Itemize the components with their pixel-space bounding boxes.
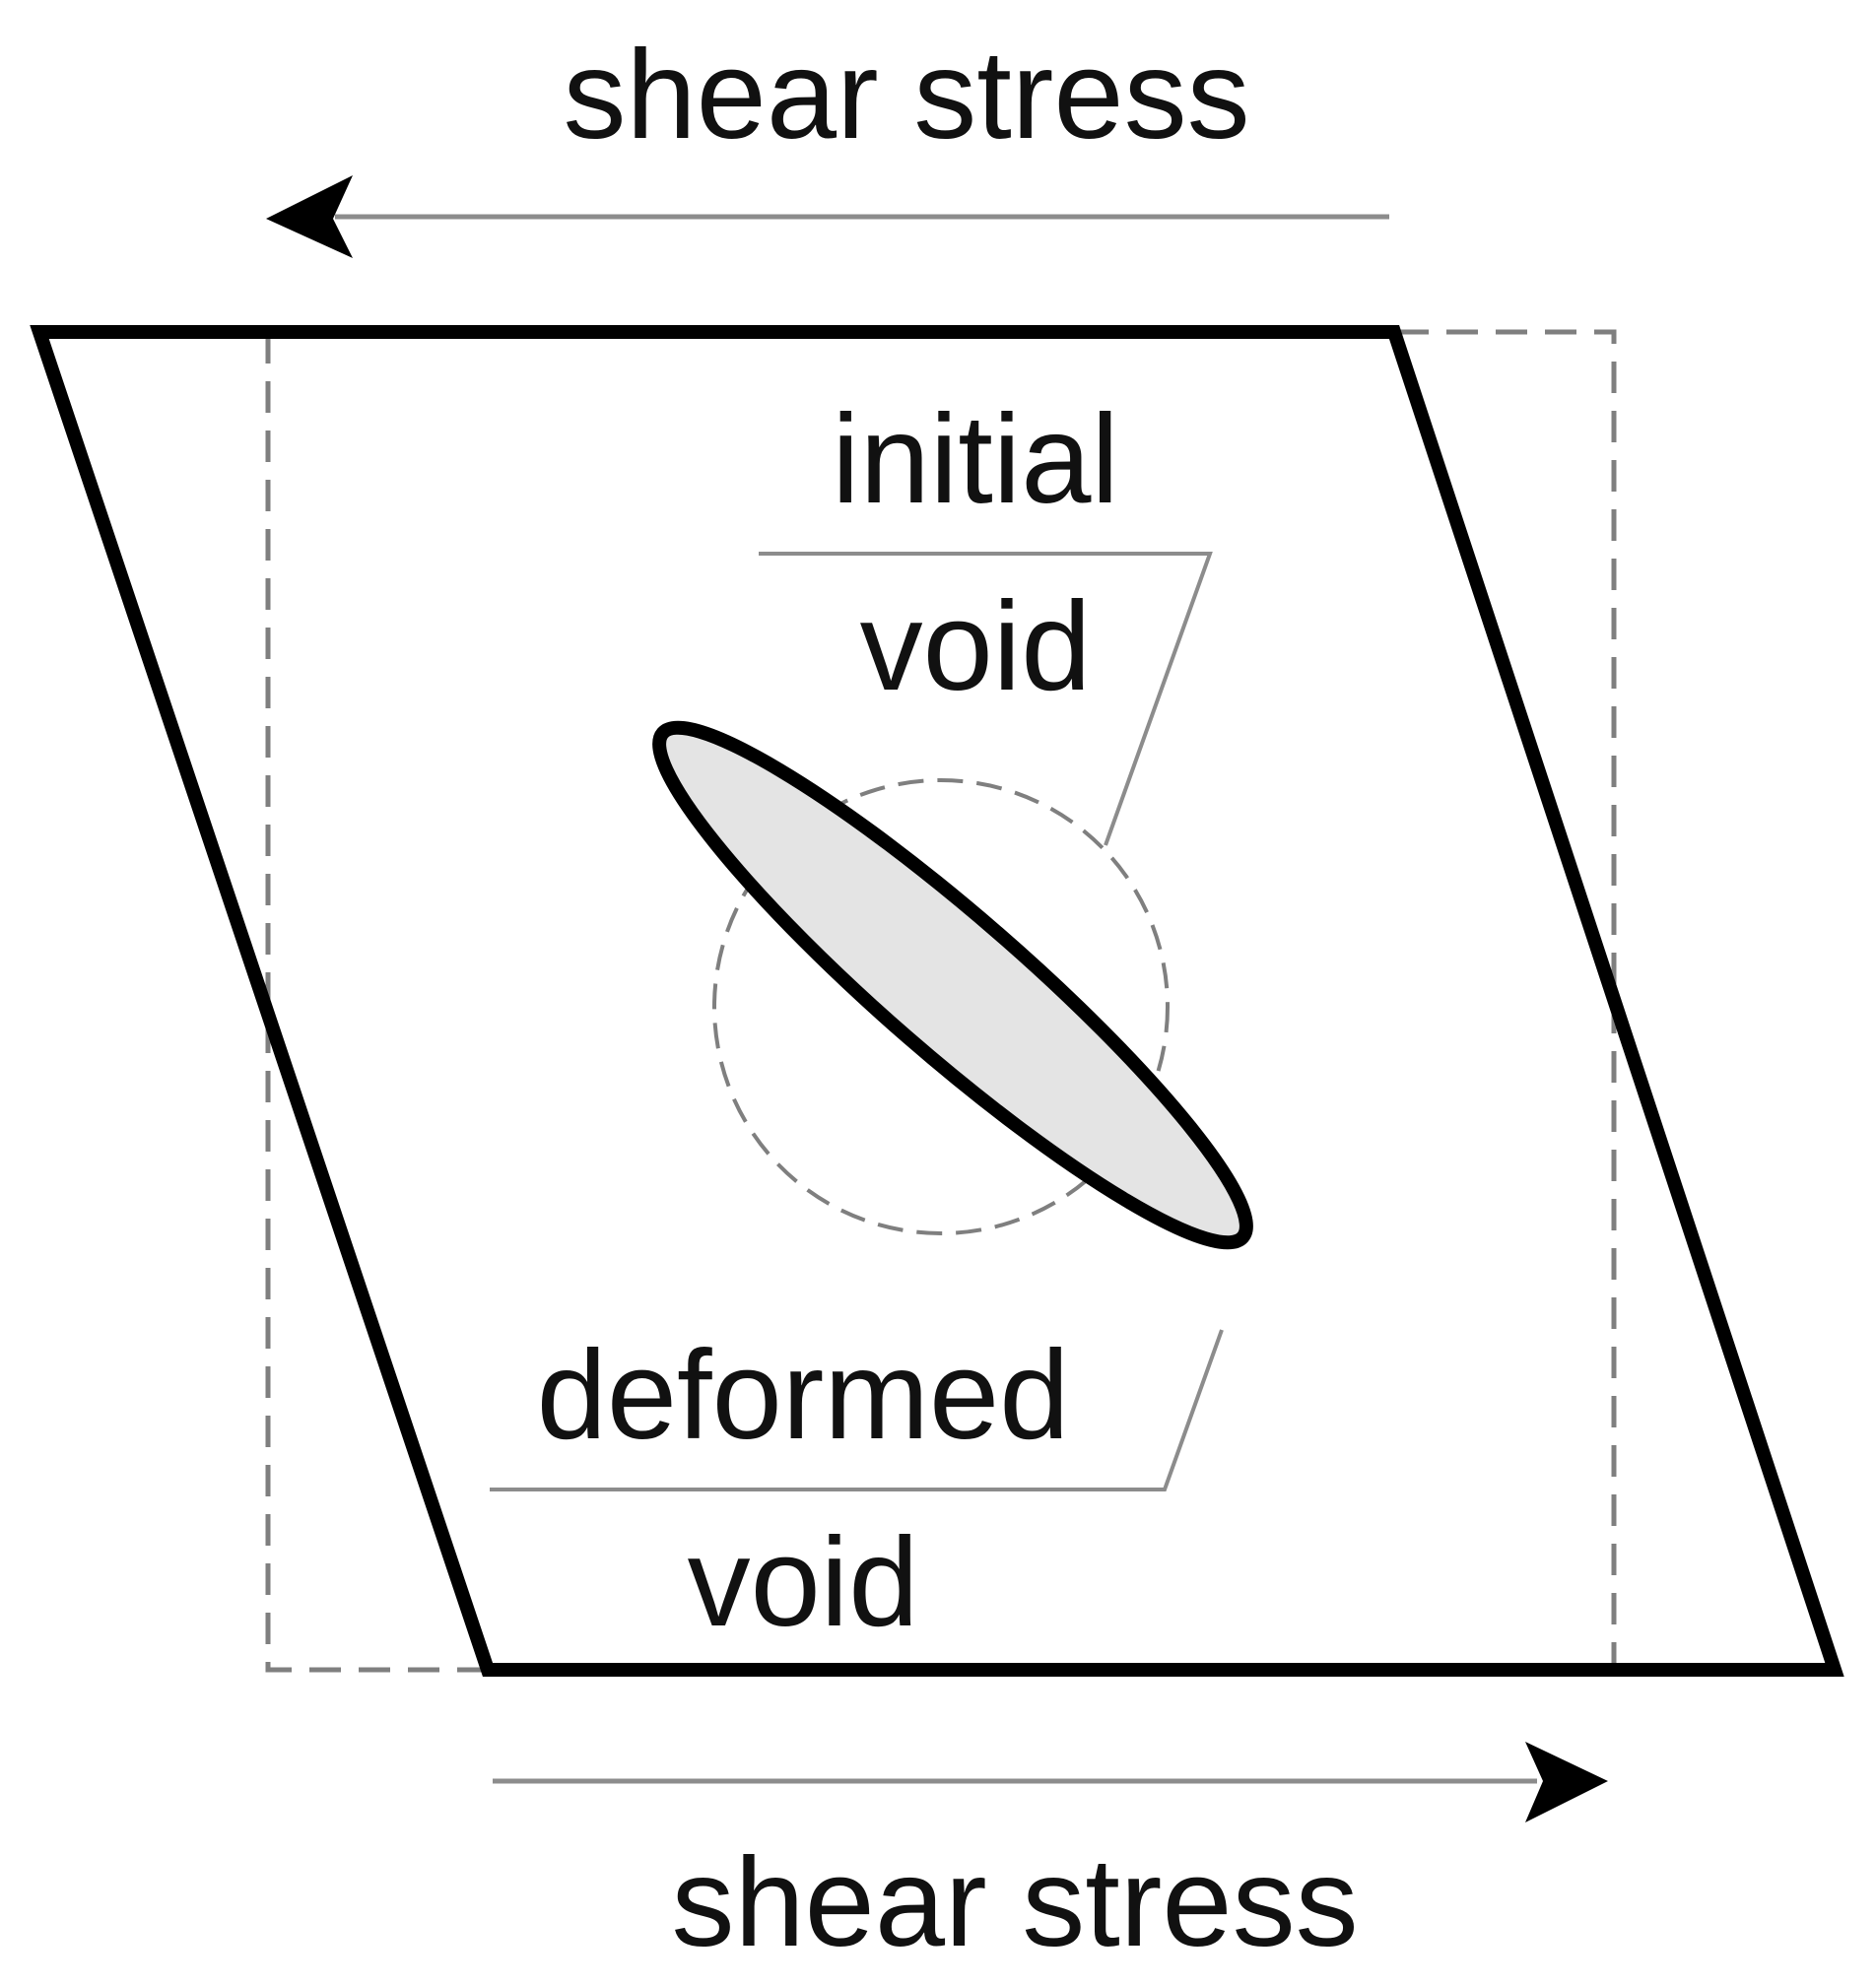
deformed-void-ellipse — [652, 720, 1253, 1250]
initial-void-circle — [712, 778, 1170, 1235]
initial-void-label-line1: initial — [832, 389, 1119, 530]
original-square-outline — [265, 329, 1617, 1673]
deformed-void-leader-line — [490, 1329, 1224, 1491]
deformed-void-label-line1: deformed — [537, 1325, 1070, 1466]
bottom-shear-arrow-head — [1525, 1742, 1608, 1822]
initial-void-leader-line — [759, 552, 1213, 846]
top-shear-arrow-head — [266, 175, 353, 258]
initial-void-label-line2: void — [860, 576, 1092, 717]
sheared-parallelogram — [30, 325, 1844, 1677]
deformed-void-label-line2: void — [688, 1512, 919, 1653]
bottom-shear-stress-label: shear stress — [671, 1832, 1358, 1973]
top-shear-stress-label: shear stress — [563, 25, 1249, 166]
